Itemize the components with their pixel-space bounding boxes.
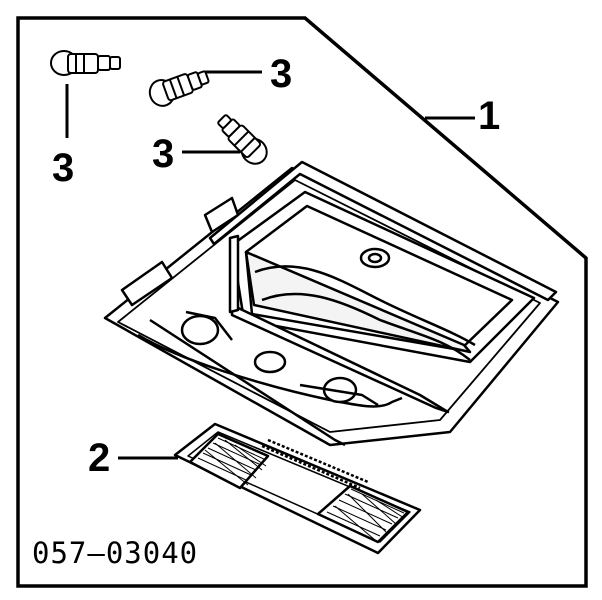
callout-3: 3 bbox=[270, 52, 293, 96]
dome-light-housing bbox=[103, 160, 560, 447]
bulb-icon bbox=[217, 114, 268, 165]
lens-cover bbox=[173, 422, 422, 555]
callout-3: 3 bbox=[52, 146, 75, 190]
part-code: 057–03040 bbox=[32, 536, 199, 570]
diagram-frame bbox=[16, 16, 588, 588]
callout-3: 3 bbox=[152, 132, 175, 176]
callout-2: 2 bbox=[88, 436, 111, 480]
grille-hatch bbox=[197, 437, 405, 541]
callout-1: 1 bbox=[478, 94, 501, 138]
bulb-icon bbox=[50, 50, 121, 76]
bulb-icon bbox=[148, 70, 210, 107]
